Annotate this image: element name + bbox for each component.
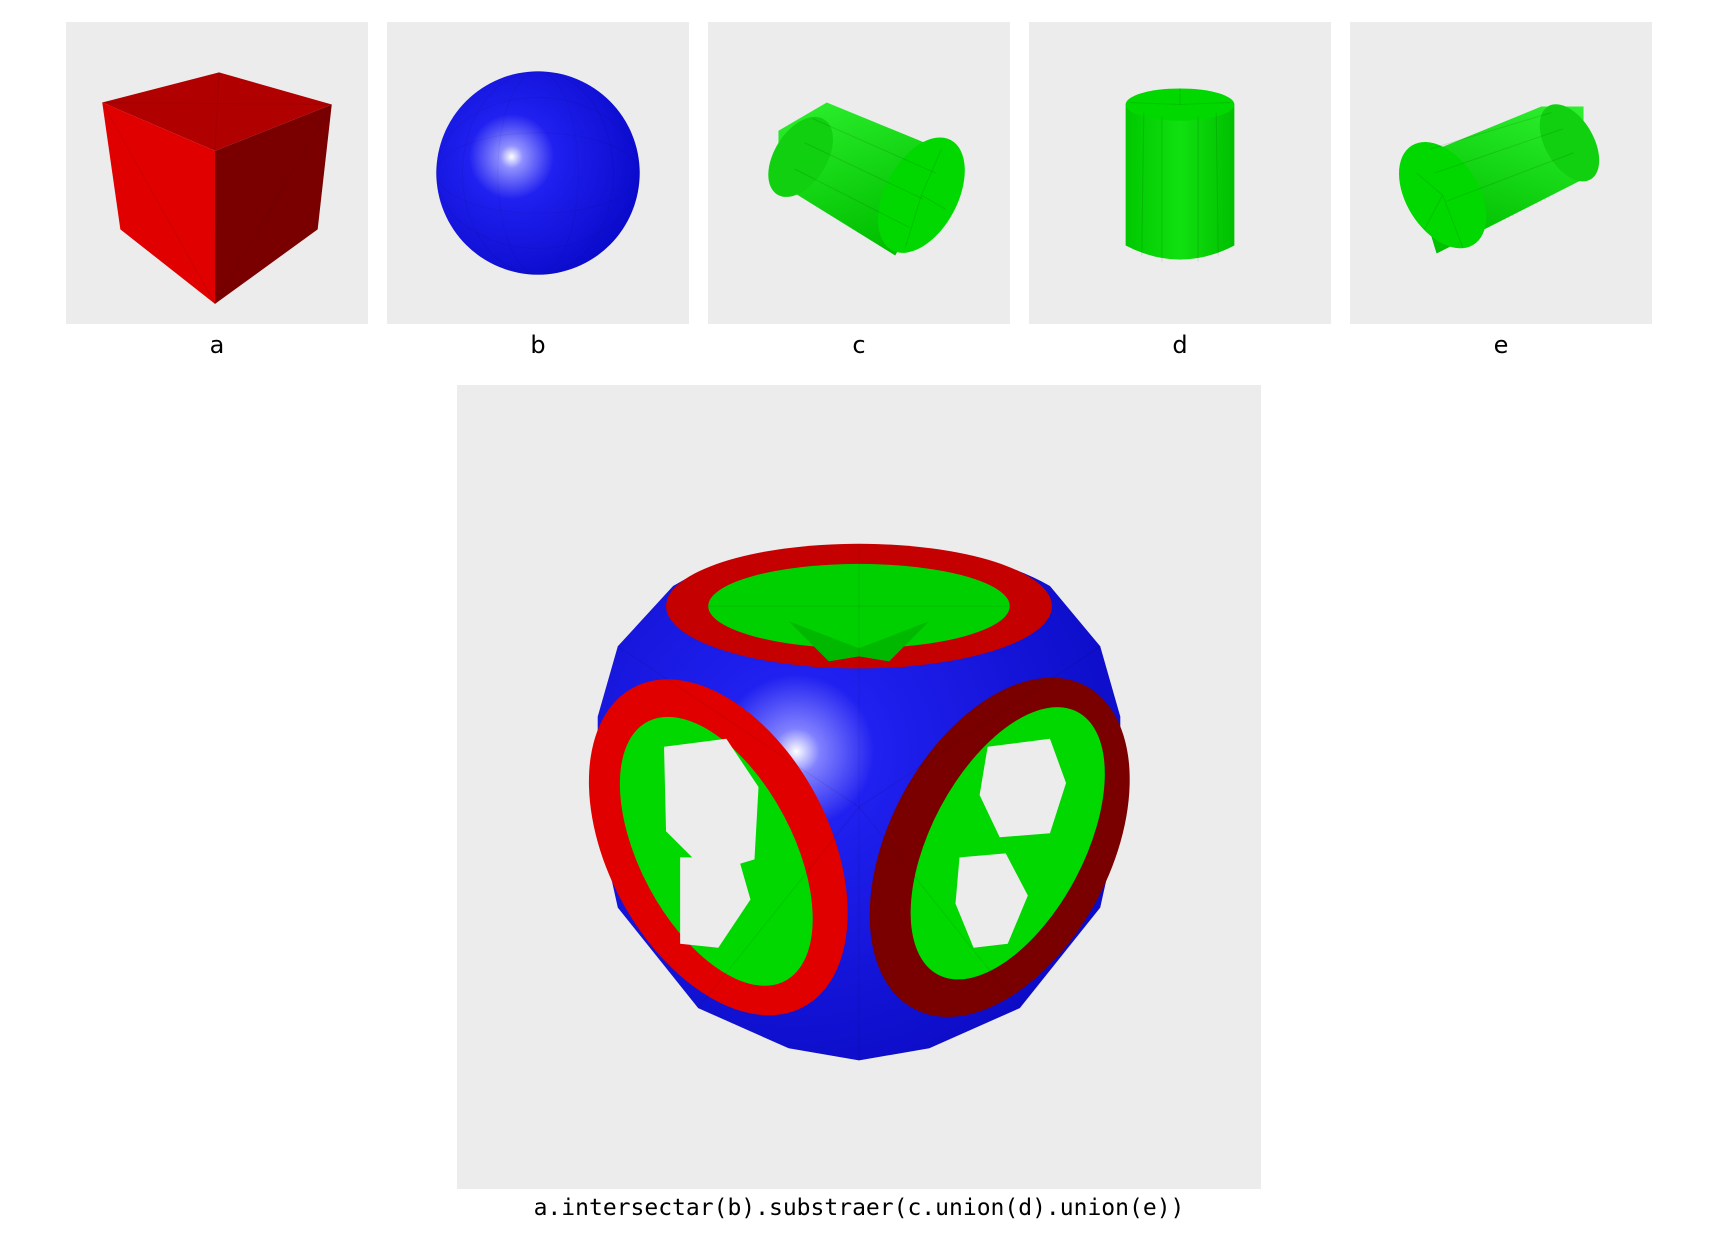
label-d: d (1172, 331, 1188, 359)
cube-image (101, 72, 333, 305)
panel-d-cylinder (1029, 22, 1331, 324)
csg-result-image (588, 543, 1130, 1061)
sphere-image (435, 70, 641, 276)
panel-a-cube (66, 22, 368, 324)
cylinder-e-image (1399, 104, 1600, 254)
cylinder-d-image (1125, 88, 1235, 262)
panel-result (457, 385, 1261, 1189)
panel-b-sphere (387, 22, 689, 324)
panel-e-cylinder (1350, 22, 1652, 324)
label-e: e (1493, 331, 1509, 359)
result-caption: a.intersectar(b).substraer(c.union(d).un… (533, 1195, 1185, 1221)
label-c: c (852, 331, 866, 359)
label-a: a (209, 331, 225, 359)
label-b: b (530, 331, 546, 359)
cylinder-c-image (768, 102, 965, 256)
panel-c-cylinder (708, 22, 1010, 324)
